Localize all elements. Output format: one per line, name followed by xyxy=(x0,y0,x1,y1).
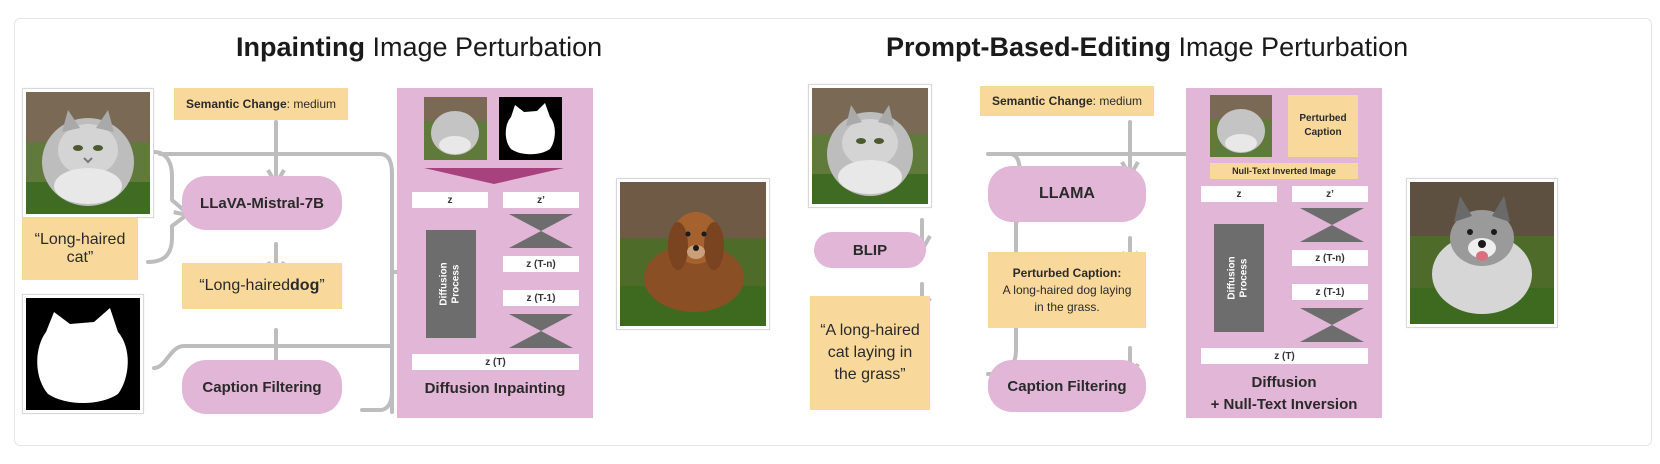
edited-dog-photo xyxy=(1406,178,1558,328)
semantic-change-left: Semantic Change: medium xyxy=(174,88,348,120)
perturbed-caption-left: “Long-haired dog” xyxy=(182,263,342,309)
null-text-inverted-label: Null-Text Inverted Image xyxy=(1210,163,1358,179)
blip-caption-box: “A long-haired cat laying in the grass” xyxy=(810,296,930,410)
semantic-change-right: Semantic Change: medium xyxy=(980,86,1154,116)
latent-z-t-1: z (T-1) xyxy=(503,290,579,306)
diffusion-inpainting-title: Diffusion Inpainting xyxy=(424,380,566,397)
latent-z-prime-right: z’ xyxy=(1292,186,1368,202)
null-text-inversion-title: Diffusion + Null-Text Inversion xyxy=(1210,374,1358,413)
cat-image xyxy=(26,92,150,214)
cat-image-right xyxy=(812,88,928,204)
mask-photo xyxy=(22,294,144,414)
latent-z-t-n-right: z (T-n) xyxy=(1292,250,1368,266)
gray-dog-image xyxy=(1410,182,1554,324)
mask-image xyxy=(26,298,140,410)
panel-mask-thumbnail xyxy=(499,97,562,160)
mask-merge-arrow xyxy=(424,168,564,184)
llama-model-node: LLAMA xyxy=(988,166,1146,222)
latent-z-right: z xyxy=(1201,186,1277,202)
left-title: Inpainting Image Perturbation xyxy=(236,32,603,62)
noise-hourglass-bottom xyxy=(509,314,573,348)
llava-model-node: LLaVA-Mistral-7B xyxy=(182,176,342,230)
cat-photo xyxy=(22,88,154,218)
noise-hourglass-top xyxy=(509,214,573,248)
noise-hourglass-top-right xyxy=(1300,208,1364,242)
latent-z-t-right: z (T) xyxy=(1201,348,1368,364)
perturbed-caption-chip: Perturbed Caption xyxy=(1288,95,1358,157)
noise-hourglass-bottom-right xyxy=(1300,308,1364,342)
latent-z-t: z (T) xyxy=(412,354,579,370)
caption-filtering-right: Caption Filtering xyxy=(988,360,1146,412)
blip-model-node: BLIP xyxy=(814,232,926,268)
latent-z-t-n: z (T-n) xyxy=(503,256,579,272)
latent-z: z xyxy=(412,192,488,208)
cat-photo-right xyxy=(808,84,932,208)
original-caption-box: “Long-haired cat” xyxy=(22,218,138,280)
right-title: Prompt-Based-Editing Image Perturbation xyxy=(886,32,1409,62)
panel-cat-thumbnail-right xyxy=(1210,95,1272,157)
caption-filtering-left: Caption Filtering xyxy=(182,360,342,414)
perturbed-caption-right: Perturbed Caption: A long-haired dog lay… xyxy=(988,252,1146,328)
latent-z-t-1-right: z (T-1) xyxy=(1292,284,1368,300)
panel-cat-thumbnail xyxy=(424,97,487,160)
latent-z-prime: z’ xyxy=(503,192,579,208)
null-text-inversion-panel: Perturbed Caption Null-Text Inverted Ima… xyxy=(1186,88,1382,418)
inpainted-dog-photo xyxy=(616,178,770,330)
brown-dog-image xyxy=(620,182,766,326)
